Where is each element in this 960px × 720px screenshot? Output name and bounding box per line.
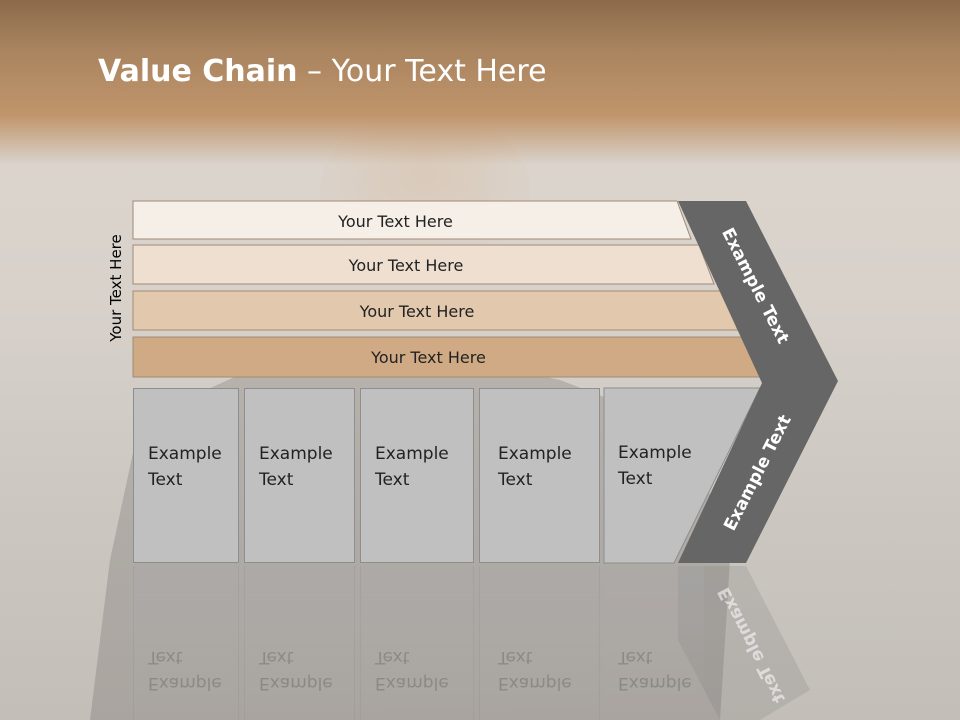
column-5-line1: Example (618, 443, 692, 463)
column-5-line2: Text (618, 469, 653, 489)
column-3-line2: Text (375, 470, 410, 490)
slide-title: Value Chain – Your Text Here (98, 54, 547, 89)
column-2-line2: Text (259, 470, 294, 490)
title-rest: – Your Text Here (297, 54, 547, 89)
bar-1-label: Your Text Here (338, 211, 453, 231)
column-3-line1: Example (375, 444, 449, 464)
bar-1: Your Text Here (133, 201, 678, 241)
column-1-line1: Example (148, 444, 222, 464)
title-bold: Value Chain (98, 54, 298, 89)
bar-4-label: Your Text Here (371, 347, 486, 367)
column-4-line2: Text (498, 470, 533, 490)
bar-4: Your Text Here (133, 337, 744, 377)
column-5-shape (603, 387, 761, 564)
column-4-line1: Example (498, 444, 572, 464)
chevron-reflection (678, 566, 810, 720)
column-2-line1: Example (259, 444, 333, 464)
bar-3-label: Your Text Here (359, 301, 475, 321)
bar-2-label: Your Text Here (348, 255, 464, 275)
bar-1-shape (132, 200, 692, 240)
bar-2-shape (132, 244, 715, 285)
title-band (0, 0, 960, 165)
bar-3: Your Text Here (133, 291, 721, 331)
bar-2: Your Text Here (133, 245, 699, 285)
chevron-shape (678, 201, 838, 563)
column-1-line2: Text (148, 470, 183, 490)
